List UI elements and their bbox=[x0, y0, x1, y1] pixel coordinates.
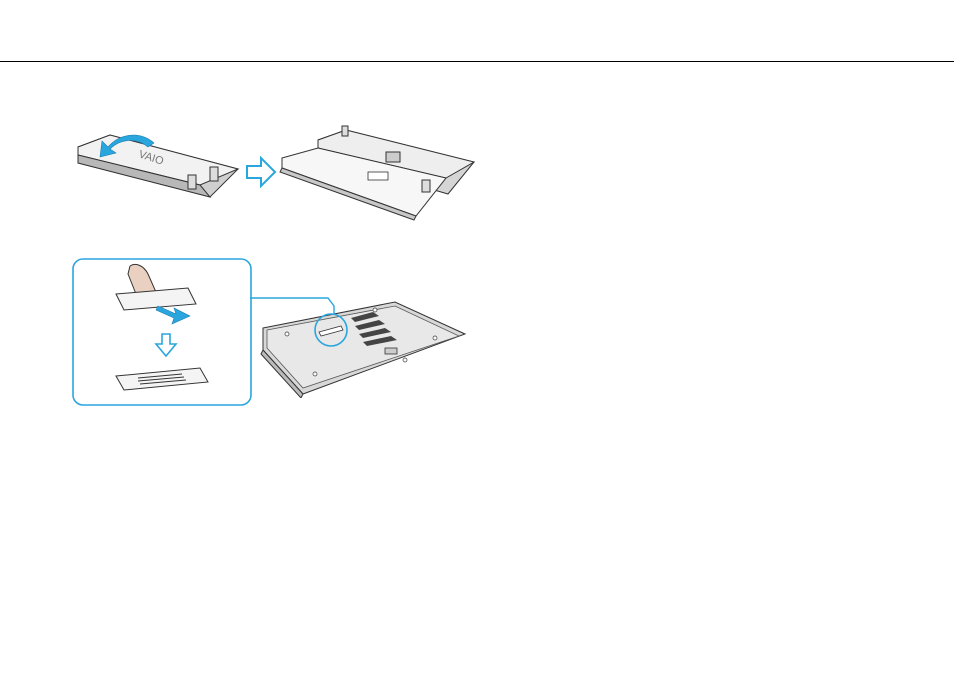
battery-pack-illustration: VAIO bbox=[70, 125, 240, 205]
right-arrow-outline-icon bbox=[245, 156, 277, 188]
callout-box bbox=[72, 258, 254, 408]
computer-underside-illustration bbox=[255, 298, 470, 398]
battery-compartment-illustration bbox=[278, 122, 478, 222]
header-rule bbox=[0, 61, 954, 62]
